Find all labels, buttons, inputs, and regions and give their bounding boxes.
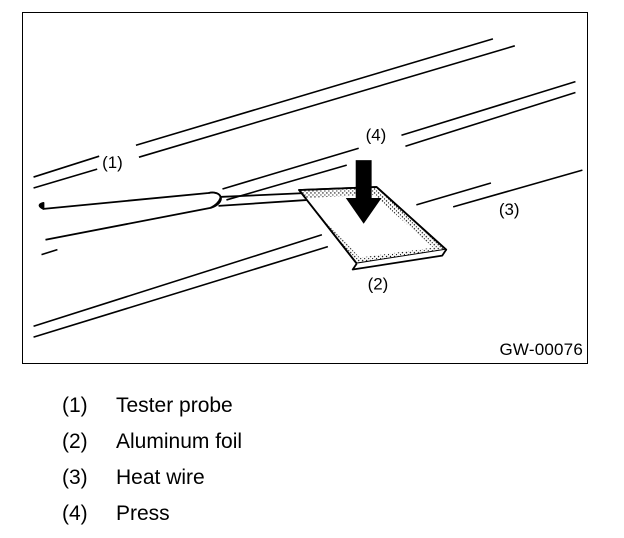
figure-code: GW-00076 xyxy=(499,340,583,359)
foil-edge xyxy=(351,249,447,271)
callout-4: (4) xyxy=(366,125,387,144)
probe-rod-top xyxy=(219,192,308,198)
lower-wire-line-a-right xyxy=(416,182,492,206)
legend-label: Aluminum foil xyxy=(116,430,243,453)
upper-heat-wire-lines xyxy=(33,38,516,189)
legend-number: (2) xyxy=(62,430,88,453)
callout-3: (3) xyxy=(499,200,520,219)
legend-item-tester-probe: (1) Tester probe xyxy=(62,392,242,428)
legend-label: Heat wire xyxy=(116,466,205,489)
heat-wire-test-diagram: (1) (2) (3) (4) xyxy=(33,38,583,338)
press-arrow-shaft xyxy=(355,160,372,200)
callout-1: (1) xyxy=(102,153,123,172)
upper-wire-line-a-right xyxy=(135,38,494,147)
middle-wire-line-a-left xyxy=(222,147,359,190)
lower-wire-line-a-left xyxy=(33,233,323,327)
legend-number: (4) xyxy=(62,502,88,525)
probe-rod-bottom xyxy=(218,199,309,207)
upper-wire-line-b-right xyxy=(138,45,516,158)
legend-number: (3) xyxy=(62,466,88,489)
middle-heat-wire-lines xyxy=(41,80,576,256)
lower-wire-line-b-left xyxy=(33,245,329,338)
press-arrow-head xyxy=(345,197,382,224)
legend-number: (1) xyxy=(62,394,88,417)
middle-wire-line-a-right xyxy=(401,80,576,137)
legend-label: Press xyxy=(116,502,170,525)
lower-heat-wire-lines xyxy=(33,169,583,338)
press-arrow xyxy=(345,160,382,224)
callout-2: (2) xyxy=(368,274,389,293)
probe-handle-cap xyxy=(39,202,45,210)
legend-item-aluminum-foil: (2) Aluminum foil xyxy=(62,428,242,464)
lower-wire-line-b-right xyxy=(452,169,583,208)
legend-item-heat-wire: (3) Heat wire xyxy=(62,464,242,500)
legend-item-press: (4) Press xyxy=(62,500,242,536)
legend-list: (1) Tester probe (2) Aluminum foil (3) Heat… xyxy=(62,392,242,536)
probe-handle xyxy=(38,191,222,241)
tester-probe xyxy=(38,191,309,241)
middle-wire-line-b-far-left xyxy=(41,248,58,256)
legend-label: Tester probe xyxy=(116,394,233,417)
upper-wire-line-b-left xyxy=(33,168,98,189)
foil-highlight xyxy=(304,194,434,258)
middle-wire-line-b-right xyxy=(405,91,576,147)
aluminum-foil xyxy=(298,186,448,271)
probe-ferrule xyxy=(210,197,222,209)
middle-wire-line-b-left xyxy=(226,164,347,201)
figure-frame: (1) (2) (3) (4) GW-00076 xyxy=(22,12,588,364)
upper-wire-line-a-left xyxy=(33,155,100,178)
